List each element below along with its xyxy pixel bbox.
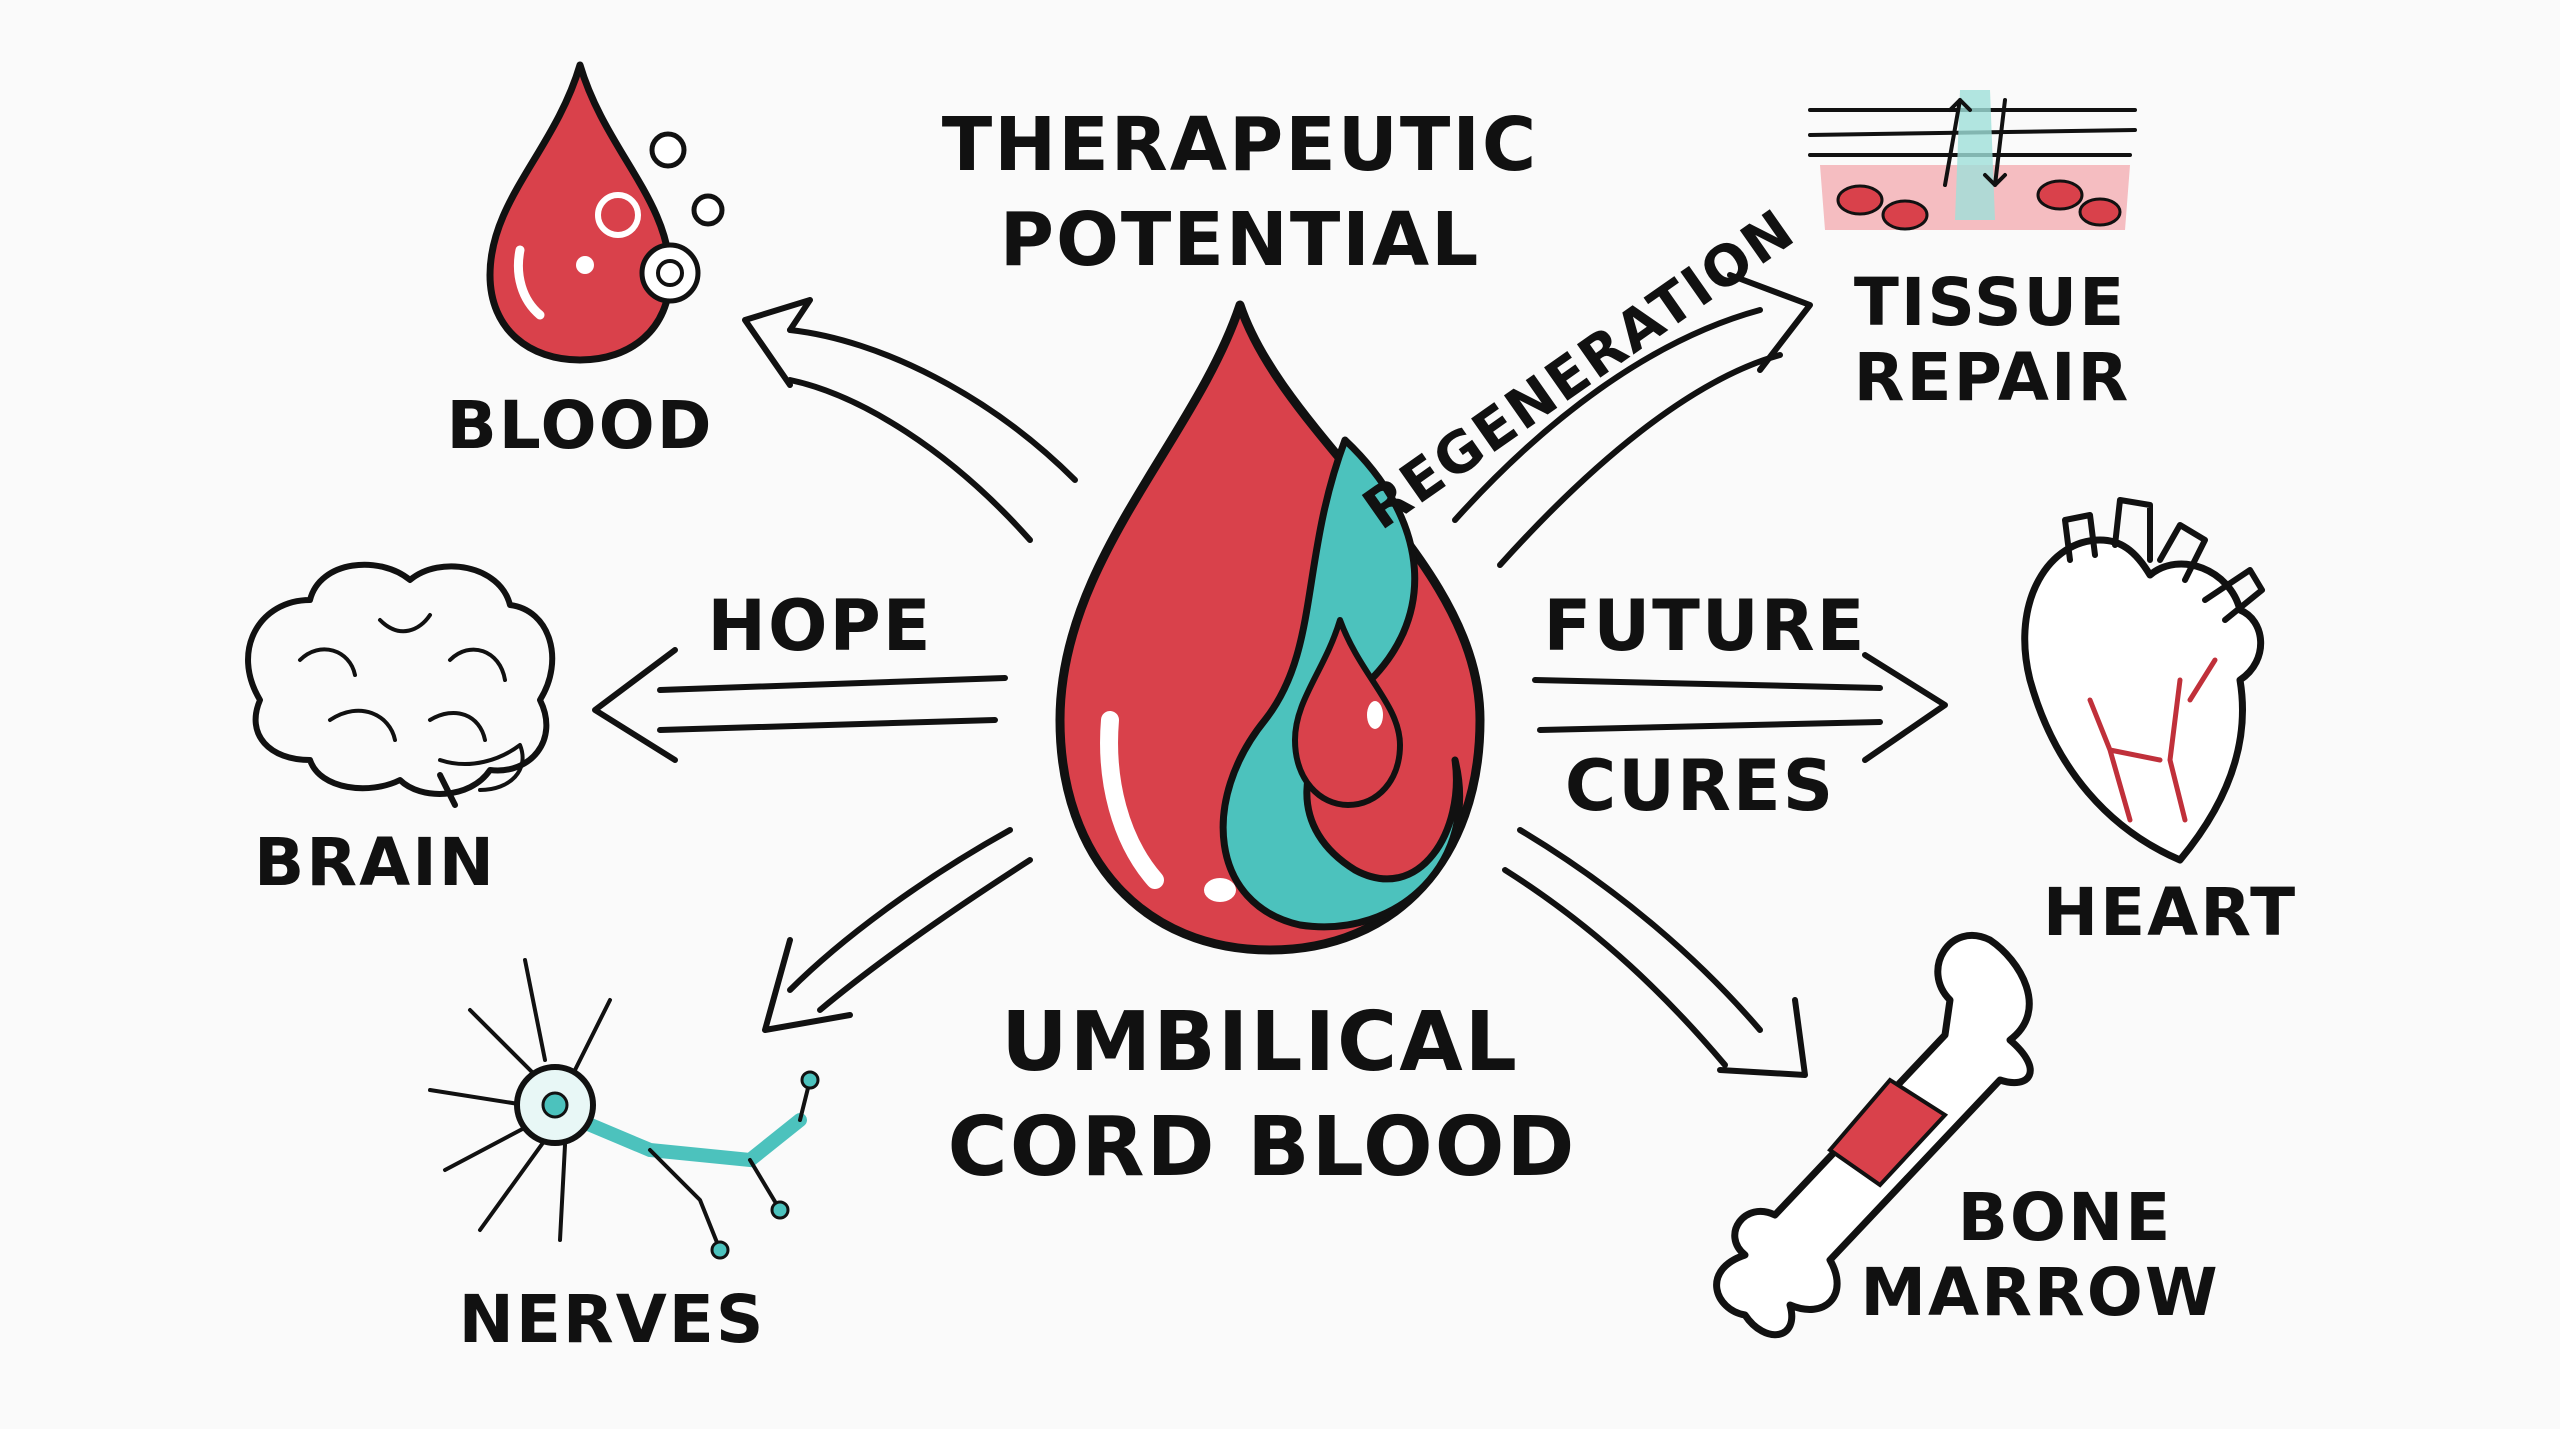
brain-icon [245,561,556,808]
arrow-to-nerves [762,827,1033,1033]
target-label-heart: HEART [2043,874,2297,951]
target-label-nerves: NERVES [459,1281,766,1358]
blood-drop-icon [486,61,725,364]
center-label-line1: UMBILICAL [1001,995,1519,1090]
arrow-label-future: FUTURE [1544,585,1867,667]
diagram-title-line1: THERAPEUTIC [942,102,1538,188]
arrow-label-hope: HOPE [707,585,932,667]
arrow-to-heart [1532,652,1948,763]
central-blood-drop-icon [1055,300,1485,955]
neuron-icon [428,958,820,1260]
bone-icon [1713,931,2034,1339]
arrow-to-brain [592,647,1008,763]
target-label-brain: BRAIN [254,824,496,901]
diagram-title-line2: POTENTIAL [1000,197,1481,283]
target-label-bone-line1: BONE [1958,1179,2173,1256]
arrow-to-bone-marrow [1502,827,1808,1078]
heart-icon [2021,497,2265,864]
arrow-label-cures: CURES [1565,745,1835,827]
target-label-tissue-line1: TISSUE [1854,264,2126,341]
arrow-to-blood [742,297,1078,543]
tissue-repair-icon [1808,90,2137,231]
target-label-blood: BLOOD [446,387,713,464]
target-label-tissue-line2: REPAIR [1854,339,2131,416]
center-label-line2: CORD BLOOD [948,1100,1577,1195]
target-label-bone-line2: MARROW [1860,1254,2219,1331]
arrow-to-tissue-repair [1452,272,1813,568]
